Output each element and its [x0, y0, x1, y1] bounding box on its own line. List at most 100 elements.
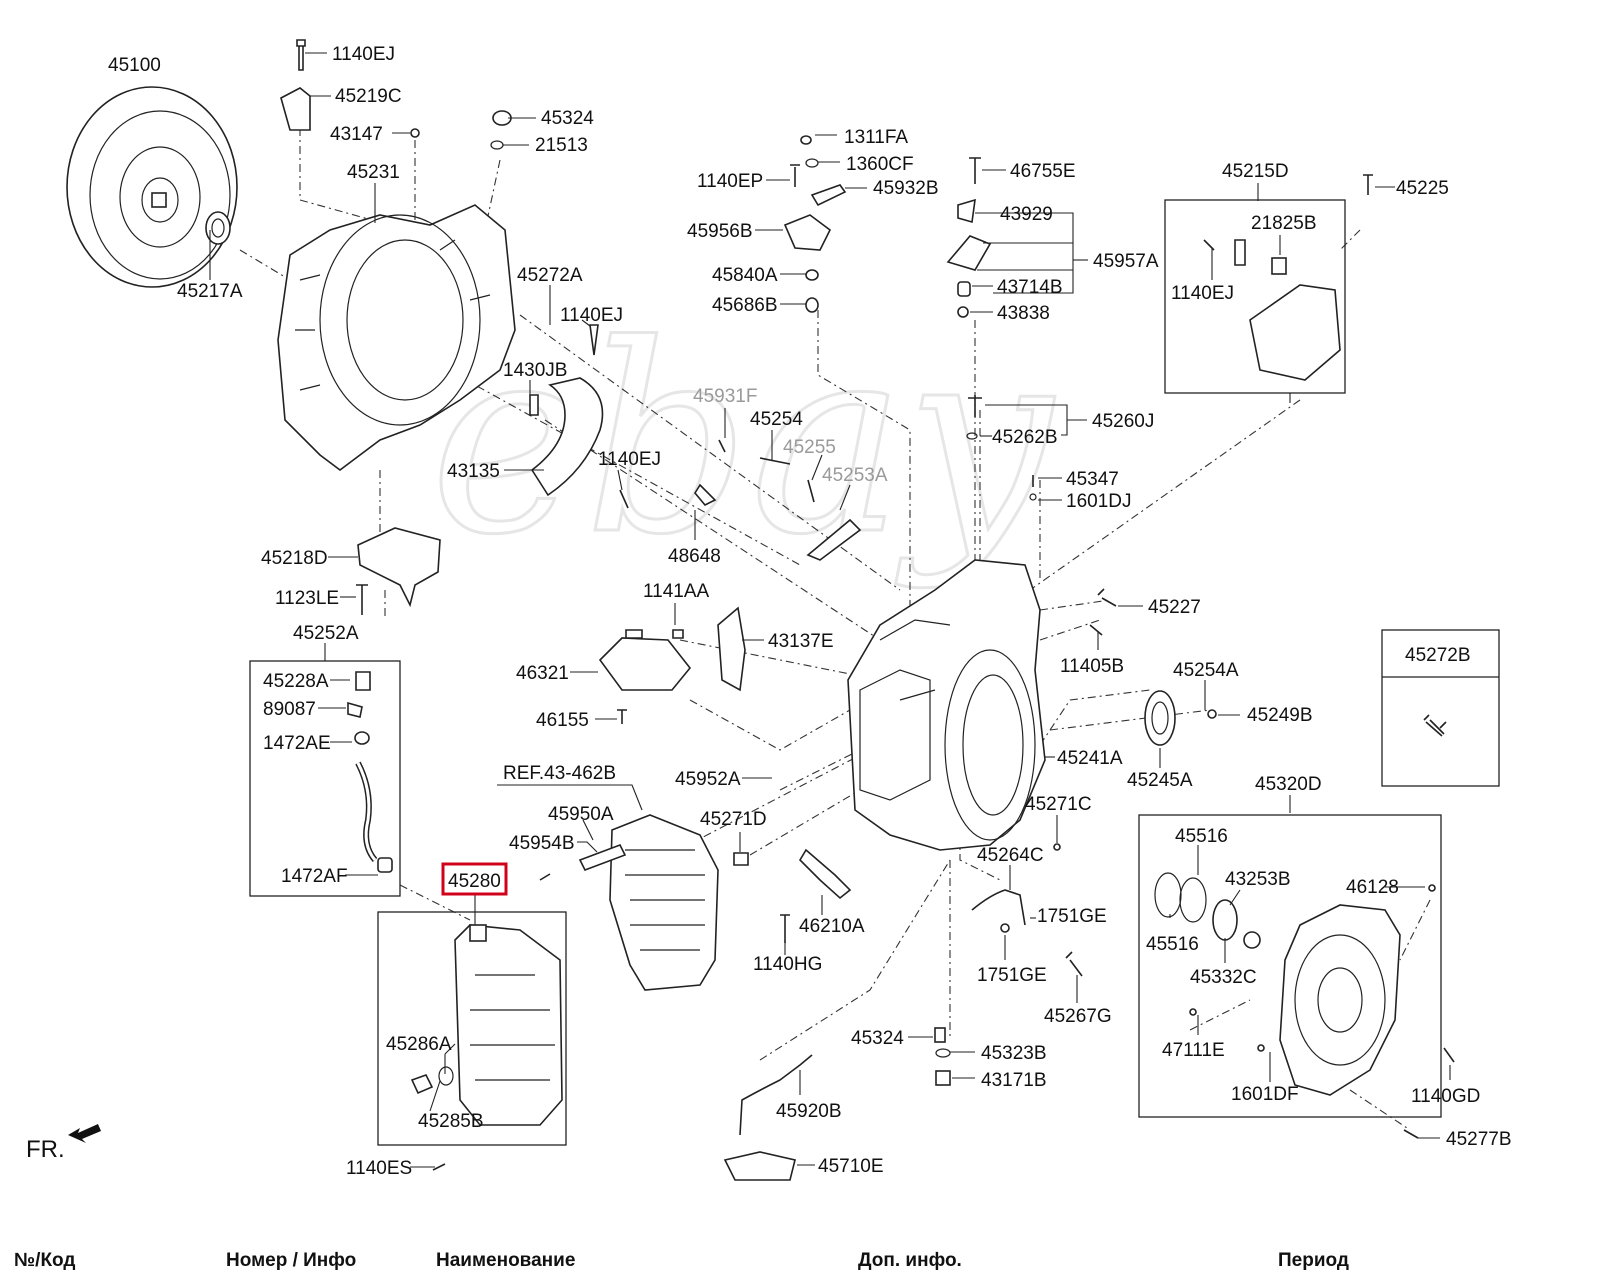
label-45254: 45254	[750, 409, 803, 430]
label-43253b: 43253B	[1225, 869, 1291, 890]
oil-pan-icon	[410, 924, 563, 1126]
parts-diagram: ebay	[26, 39, 1512, 1181]
front-arrow-icon	[68, 1124, 101, 1143]
detent-parts-icon	[694, 439, 862, 561]
torque-converter-icon	[66, 86, 238, 288]
label-45253a: 45253A	[822, 465, 888, 486]
label-45931f: 45931F	[693, 386, 757, 407]
label-43929: 43929	[1000, 204, 1053, 225]
label-43147: 43147	[330, 124, 383, 145]
header-period: Период	[1278, 1250, 1349, 1271]
header-extra: Доп. инфо.	[858, 1250, 962, 1271]
manual-lever-icon	[946, 198, 992, 318]
label-45516: 45516	[1175, 826, 1228, 847]
label-1472af: 1472AF	[281, 866, 348, 887]
label-45225: 45225	[1396, 178, 1449, 199]
label-45347: 45347	[1066, 469, 1119, 490]
label-45324-b: 45324	[851, 1028, 904, 1049]
label-45267g: 45267G	[1044, 1006, 1112, 1027]
label-45249b: 45249B	[1247, 705, 1313, 726]
oil-pipe-icon	[347, 671, 393, 873]
label-45285b: 45285B	[418, 1111, 484, 1132]
shift-lever-icon	[783, 184, 847, 251]
converter-housing-icon	[277, 204, 516, 471]
highlight-45280	[441, 862, 508, 896]
label-45219c: 45219C	[335, 86, 402, 107]
label-45710e: 45710E	[818, 1156, 884, 1177]
label-45215d: 45215D	[1222, 161, 1289, 182]
header-name: Наименование	[436, 1250, 576, 1271]
label-46155: 46155	[536, 710, 589, 731]
label-43171b: 43171B	[981, 1070, 1047, 1091]
label-45516-b: 45516	[1146, 934, 1199, 955]
label-1140ej-c: 1140EJ	[598, 449, 661, 470]
label-21513: 21513	[535, 135, 588, 156]
label-45227: 45227	[1148, 597, 1201, 618]
label-45932b: 45932B	[873, 178, 939, 199]
mount-bracket-icon	[1203, 239, 1341, 381]
label-45260j: 45260J	[1092, 411, 1154, 432]
bracket-icon	[357, 527, 441, 608]
label-45255: 45255	[783, 437, 836, 458]
header-code: №/Код	[14, 1250, 76, 1271]
group-boxes	[249, 199, 1500, 1146]
label-43838: 43838	[997, 303, 1050, 324]
label-45840a: 45840A	[712, 265, 778, 286]
label-1601df: 1601DF	[1231, 1084, 1299, 1105]
label-45323b: 45323B	[981, 1043, 1047, 1064]
label-45271d: 45271D	[700, 809, 767, 830]
label-1123le: 1123LE	[275, 588, 339, 609]
part-labels: 45100 1140EJ 45219C 43147 45324 21513 45…	[26, 44, 1512, 1179]
label-45100: 45100	[108, 55, 161, 76]
label-46755e: 46755E	[1010, 161, 1076, 182]
label-21825b: 21825B	[1251, 213, 1317, 234]
pipe-icons	[723, 889, 1026, 1181]
label-45245a: 45245A	[1127, 770, 1193, 791]
label-45280: 45280	[448, 871, 501, 892]
transmission-case-icon	[847, 559, 1046, 851]
label-ref-43-462b: REF.43-462B	[503, 763, 616, 784]
seal-icon	[1144, 690, 1176, 746]
label-43714b: 43714B	[997, 277, 1063, 298]
oil-seal-icon	[205, 211, 231, 245]
sensor-icon	[798, 848, 852, 900]
label-45228a: 45228A	[263, 671, 329, 692]
oil-guide-icon	[717, 606, 746, 692]
bolt-detail-icon	[1429, 719, 1447, 735]
label-1472ae: 1472AE	[263, 733, 331, 754]
label-45286a: 45286A	[386, 1034, 452, 1055]
label-45954b: 45954B	[509, 833, 575, 854]
label-45952a: 45952A	[675, 769, 741, 790]
label-45264c: 45264C	[977, 845, 1044, 866]
label-43135: 43135	[447, 461, 500, 482]
label-45686b: 45686B	[712, 295, 778, 316]
box-45320d	[1138, 814, 1442, 1118]
label-43137e: 43137E	[768, 631, 834, 652]
label-89087: 89087	[263, 699, 316, 720]
label-45241a: 45241A	[1057, 748, 1123, 769]
watermark-text: ebay	[430, 290, 1056, 592]
label-45320d: 45320D	[1255, 774, 1322, 795]
cover-plate-icon	[598, 629, 692, 691]
label-46128: 46128	[1346, 877, 1399, 898]
label-1311fa: 1311FA	[844, 127, 908, 148]
box-title-45272b: 45272B	[1405, 645, 1471, 666]
label-46210a: 46210A	[799, 916, 865, 937]
box-45215d	[1164, 199, 1346, 394]
baffle-icon	[530, 377, 604, 497]
label-1751ge-b: 1751GE	[977, 965, 1047, 986]
label-1430jb: 1430JB	[503, 360, 567, 381]
label-45920b: 45920B	[776, 1101, 842, 1122]
label-46321: 46321	[516, 663, 569, 684]
label-45217a: 45217A	[177, 281, 243, 302]
label-45218d: 45218D	[261, 548, 328, 569]
leader-lines	[209, 52, 1451, 1168]
label-45950a: 45950A	[548, 804, 614, 825]
label-1140gd: 1140GD	[1411, 1086, 1480, 1107]
label-45277b: 45277B	[1446, 1129, 1512, 1150]
label-1140ej-d: 1140EJ	[1171, 283, 1234, 304]
label-1601dj: 1601DJ	[1066, 491, 1132, 512]
parts-table-header: №/Код Номер / Инфо Наименование Доп. инф…	[0, 1250, 1600, 1274]
label-47111e: 47111E	[1162, 1040, 1225, 1061]
label-1140hg: 1140HG	[753, 954, 822, 975]
